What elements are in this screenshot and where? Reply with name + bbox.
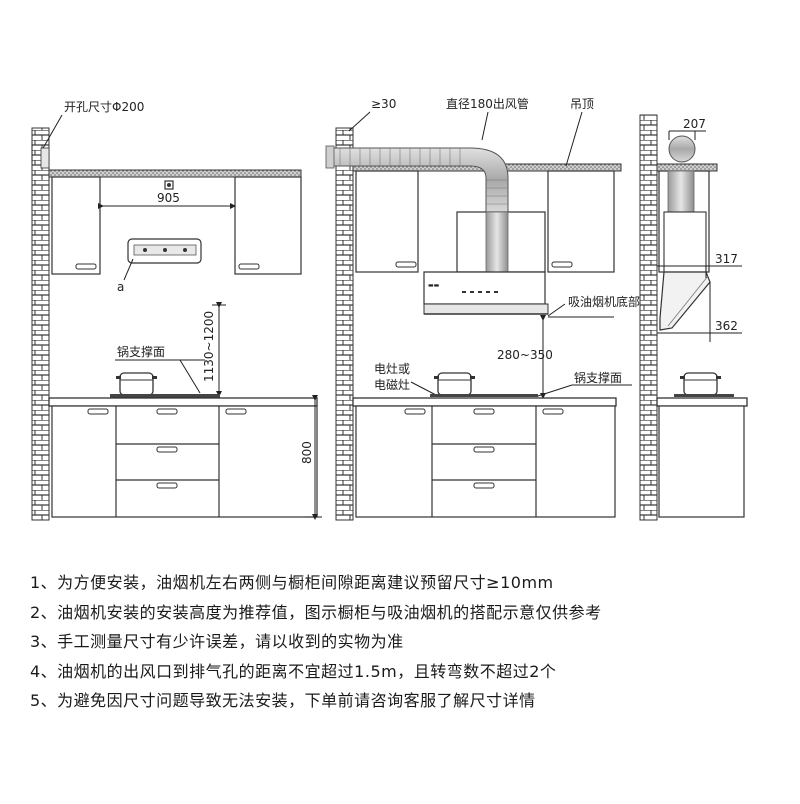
left-brick-wall [31,127,50,521]
middle-hood-body [423,271,546,305]
middle-stove-label-line1: 电灶或 [374,362,410,376]
left-upper-handle-right [238,263,260,270]
right-hood-profile [659,271,711,331]
right-pot [683,372,718,396]
note-5: 5、为避免因尺寸问题导致无法安装，下单前请咨询客服了解尺寸详情 [30,691,536,710]
middle-pot-support-label: 锅支撑面 [574,370,622,385]
right-duct-width-label: 207 [683,117,706,131]
left-hole-size-label: 开孔尺寸Φ200 [64,100,144,114]
right-lower-cabinet-side [658,405,745,518]
right-countertop [656,397,748,407]
right-ceiling [656,163,718,172]
middle-panel: ≥30 直径180出风管 吊顶 [325,96,640,521]
middle-lower-cabinet [355,405,616,518]
middle-pot [437,372,472,396]
middle-brick-wall [335,127,354,521]
left-stove [110,394,220,398]
right-panel: 207 317 362 [639,114,748,521]
middle-ceiling-label: 吊顶 [570,97,594,111]
left-upper-cabinet-left [51,176,101,275]
middle-upper-cabinet-right [547,170,615,273]
middle-stove-label-line2: 电磁灶 [374,377,410,392]
middle-upper-cabinet-left [355,170,419,273]
note-1: 1、为方便安装，油烟机左右两侧与橱柜间隙距离建议预留尺寸≥10mm [30,573,554,592]
left-detail-label: a [117,280,124,294]
middle-hood-bottom-label: 吸油烟机底部 [568,294,640,309]
right-depth-bottom-label: 362 [715,319,738,333]
left-hole-leader [41,114,63,151]
middle-duct-label: 直径180出风管 [446,96,529,111]
left-counter-height-label: 800 [300,441,314,464]
note-2: 2、油烟机安装的安装高度为推荐值，图示橱柜与吸油烟机的搭配示意仅供参考 [30,602,602,622]
left-detail-leader [123,258,134,281]
left-height-label: 1130~1200 [202,311,216,382]
svg-text:▬▬: ▬▬ [428,282,440,289]
middle-stove [430,394,538,397]
installation-notes: 1、为方便安装，油烟机左右两侧与橱柜间隙距离建议预留尺寸≥10mm 2、油烟机安… [30,568,790,716]
middle-gap-label: ≥30 [371,97,396,111]
middle-height-label: 280~350 [497,348,553,362]
left-panel: 905 开孔尺寸Φ200 a 1130~1200 锅支撑面 [31,100,322,521]
left-ceiling [48,169,302,178]
right-depth-top-label: 317 [715,252,738,266]
middle-countertop [352,397,617,407]
right-hood-chimney-side [663,211,707,273]
left-countertop [48,397,318,407]
note-3: 3、手工测量尺寸有少许误差，请以收到的实物为准 [30,632,404,651]
right-duct-section [668,135,696,163]
left-pot [119,372,154,396]
left-upper-handle-left [75,263,97,270]
left-width-label: 905 [157,191,180,205]
left-lower-cabinet [51,405,318,518]
note-4: 4、油烟机的出风口到排气孔的距离不宜超过1.5m，且转弯数不超过2个 [30,661,557,681]
left-pot-support-label: 锅支撑面 [117,344,165,359]
left-upper-cabinet-right [234,176,302,275]
right-brick-wall [639,114,658,521]
